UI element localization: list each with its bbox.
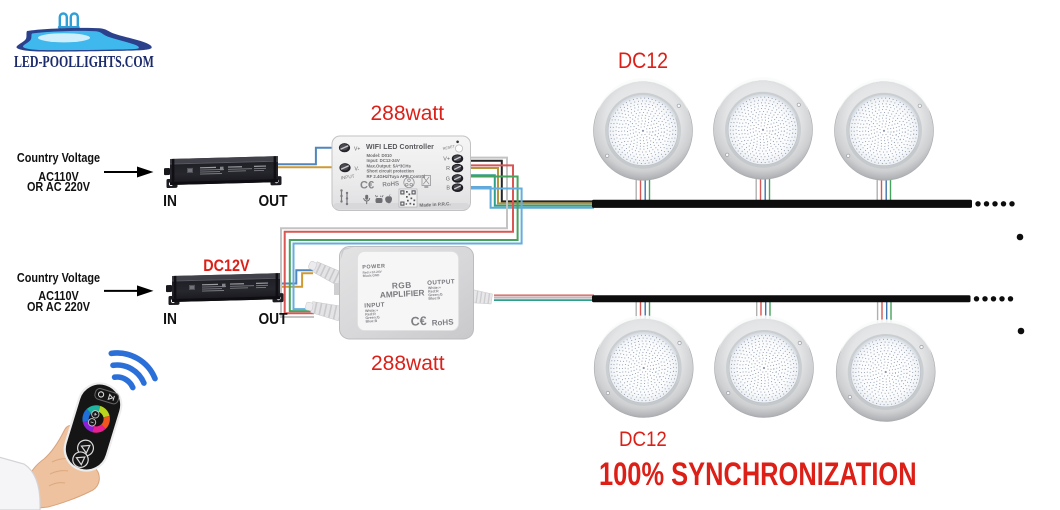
svg-text:Input: DC12-24V: Input: DC12-24V (367, 158, 400, 163)
svg-text:C€: C€ (360, 180, 374, 192)
svg-text:OUTPUT: OUTPUT (427, 278, 455, 286)
svg-text:Red:+12-24V: Red:+12-24V (362, 270, 382, 275)
svg-text:INPUT: INPUT (364, 302, 385, 310)
svg-text:V-: V- (355, 167, 360, 173)
svg-text:Made in P.R.C.: Made in P.R.C. (419, 201, 451, 208)
svg-text:RoHS: RoHS (432, 317, 455, 327)
svg-text:Max.Output: 5A*3CHs: Max.Output: 5A*3CHs (367, 163, 412, 168)
svg-text:V+: V+ (443, 157, 450, 163)
svg-text:V+: V+ (354, 147, 360, 153)
svg-text:B: B (446, 186, 450, 192)
svg-text:Red:R: Red:R (365, 312, 376, 317)
svg-text:White:+: White:+ (365, 308, 378, 313)
svg-text:Short circuit protection: Short circuit protection (367, 169, 415, 174)
svg-text:Red:R: Red:R (428, 289, 439, 294)
svg-text:Green:G: Green:G (428, 293, 443, 298)
svg-text:G: G (446, 176, 450, 182)
svg-text:AMPLIFIER: AMPLIFIER (380, 287, 425, 299)
svg-text:WIFI LED Controller: WIFI LED Controller (366, 144, 434, 151)
svg-text:Black:GND: Black:GND (363, 273, 381, 278)
svg-text:RoHS: RoHS (382, 180, 399, 188)
svg-text:Blue:B: Blue:B (428, 296, 440, 301)
svg-text:RESET: RESET (442, 144, 456, 151)
svg-text:White:+: White:+ (428, 286, 441, 291)
svg-text:Blue:B: Blue:B (365, 319, 377, 324)
svg-text:POWER: POWER (362, 263, 386, 270)
svg-text:Green:G: Green:G (365, 315, 380, 320)
svg-text:INPUT: INPUT (340, 174, 355, 181)
svg-text:RF 2.4GHz/Tuya APP Control: RF 2.4GHz/Tuya APP Control (367, 174, 426, 179)
svg-text:R: R (446, 166, 450, 172)
svg-text:Model: D010: Model: D010 (367, 153, 393, 158)
svg-text:C€: C€ (410, 314, 427, 329)
svg-text:RGB: RGB (392, 280, 412, 291)
